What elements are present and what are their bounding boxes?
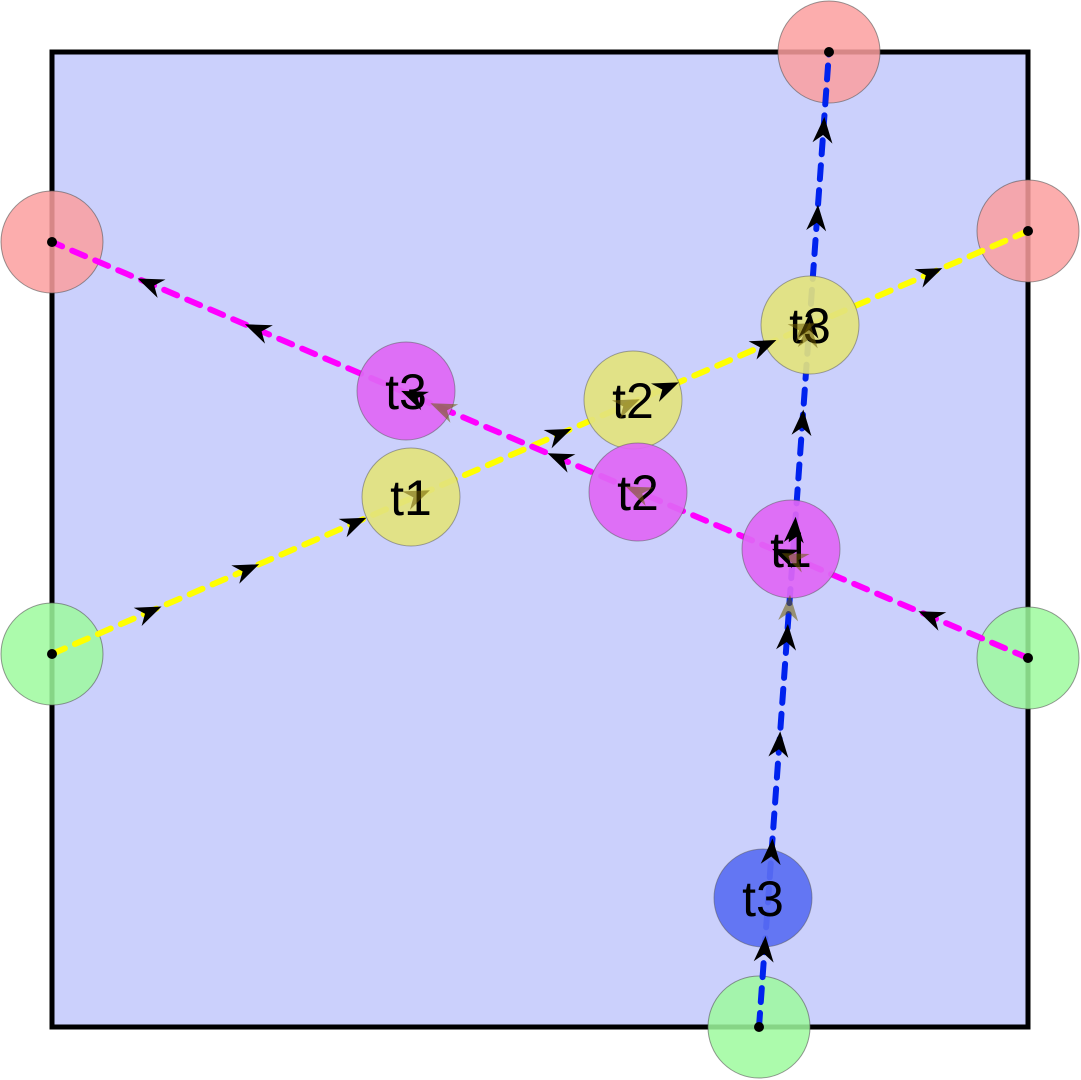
goal-point xyxy=(824,47,834,57)
goal-point xyxy=(47,237,57,247)
direction-arrow xyxy=(245,324,273,344)
direction-arrow xyxy=(650,382,679,402)
trajectory-path-magenta xyxy=(49,239,1031,661)
direction-arrow xyxy=(812,117,833,144)
time-step-label: t3 xyxy=(742,871,784,927)
direction-arrow xyxy=(918,611,947,631)
direction-arrow xyxy=(231,564,260,584)
start-point xyxy=(1023,653,1033,663)
direction-arrow xyxy=(914,268,943,288)
direction-arrow xyxy=(776,624,797,651)
direction-arrow xyxy=(547,453,576,473)
direction-arrow xyxy=(430,403,459,423)
direction-arrow xyxy=(783,516,804,544)
direction-arrow xyxy=(543,428,572,449)
direction-arrow xyxy=(806,204,827,232)
direction-arrow xyxy=(791,409,812,437)
markers-layer xyxy=(356,275,860,948)
start-point xyxy=(754,1022,764,1032)
direction-arrow xyxy=(338,517,367,538)
direction-arrow xyxy=(402,490,430,510)
direction-arrow xyxy=(753,936,774,963)
arrows-layer xyxy=(133,117,947,963)
direction-arrow xyxy=(401,390,429,411)
trajectory-path-yellow xyxy=(49,228,1031,657)
time-step-label: t1 xyxy=(390,470,432,526)
direction-arrow xyxy=(625,486,654,506)
time-step-label: t1 xyxy=(770,522,812,578)
direction-arrow xyxy=(768,731,789,758)
direction-arrow xyxy=(797,321,818,349)
direction-arrow xyxy=(748,340,777,360)
direction-arrow xyxy=(133,606,162,627)
agent-marker-yellow-t1 xyxy=(361,447,461,547)
time-step-label: t3 xyxy=(385,364,427,420)
direction-arrow xyxy=(772,548,800,569)
room-boundary xyxy=(49,49,1031,1030)
agent-marker-circle xyxy=(361,447,461,547)
direction-arrow xyxy=(137,278,166,298)
goal-point xyxy=(1023,226,1033,236)
direction-arrow xyxy=(760,838,781,866)
start-point xyxy=(47,649,57,659)
direction-arrow xyxy=(611,399,640,419)
direction-arrow xyxy=(781,553,810,573)
labels-layer: t1t2t3t1t2t3t3 xyxy=(385,298,831,927)
direction-arrow xyxy=(778,594,799,622)
